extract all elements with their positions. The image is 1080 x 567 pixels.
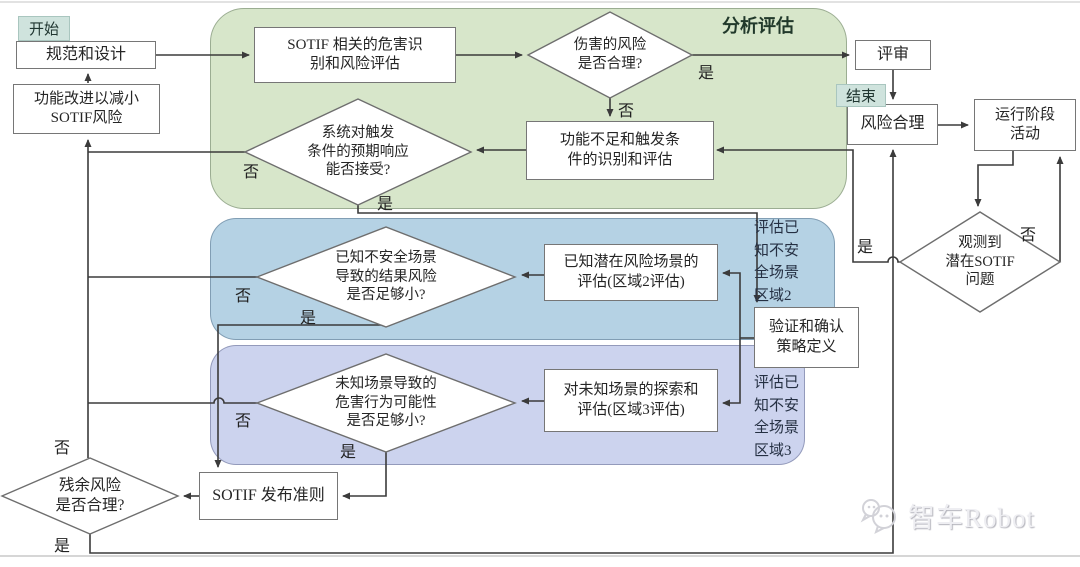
node-func-improve: 功能改进以减小 SOTIF风险 xyxy=(13,84,160,134)
label-unknown-no: 否 xyxy=(235,413,252,430)
edge-unknown-yes-to-release xyxy=(342,452,387,500)
node-sotif-release: SOTIF 发布准则 xyxy=(199,472,338,520)
label-known-no: 否 xyxy=(235,288,252,305)
watermark-logo-icon xyxy=(860,499,896,534)
area3-note: 评估已 知不安 全场景 区域3 xyxy=(754,375,800,459)
edge-observe-yes-to-funcinsuff xyxy=(716,146,900,263)
end-badge: 结束 xyxy=(836,84,886,107)
node-vv-strategy: 验证和确认 策略定义 xyxy=(754,307,859,368)
edge-sys-yes-to-vv xyxy=(357,205,761,303)
decision-known-shape xyxy=(255,226,517,328)
label-harm-yes: 是 xyxy=(698,65,715,82)
node-review: 评审 xyxy=(855,40,931,70)
node-unknown-eval: 对未知场景的探索和 评估(区域3评估) xyxy=(544,369,718,432)
edge-operation-to-observe xyxy=(974,151,1014,207)
label-harm-no: 否 xyxy=(618,103,635,120)
decision-residual-text: 残余风险 是否合理? xyxy=(55,476,125,514)
label-sys-no: 否 xyxy=(243,164,260,181)
decision-sys-shape xyxy=(243,98,473,206)
decision-harm-shape xyxy=(526,11,694,99)
decision-observe-text: 观测到 潜在SOTIF 问题 xyxy=(945,234,1015,289)
watermark: 智车Robot xyxy=(856,492,1035,538)
node-known-eval: 已知潜在风险场景的 评估(区域2评估) xyxy=(544,244,718,301)
label-known-yes: 是 xyxy=(300,310,317,327)
edge-residual-yes-to-riskok xyxy=(89,149,897,554)
label-sys-yes: 是 xyxy=(377,196,394,213)
decision-unknown-text: 未知场景导致的 危害行为可能性 是否足够小? xyxy=(335,375,437,430)
decision-residual-shape xyxy=(0,457,180,535)
edge-unknown-no-left xyxy=(88,397,257,404)
watermark-text: 智车Robot xyxy=(908,502,1036,533)
decision-known-text: 已知不安全场景 导致的结果风险 是否足够小? xyxy=(335,249,437,304)
node-risk-reasonable: 风险合理 xyxy=(847,104,938,145)
decision-observe-shape xyxy=(898,211,1062,313)
decision-unknown-shape xyxy=(255,353,517,453)
decision-sys-text: 系统对触发 条件的预期响应 能否接受? xyxy=(307,124,409,179)
analysis-region-label: 分析评估 xyxy=(722,16,794,36)
node-operation-phase: 运行阶段 活动 xyxy=(974,99,1076,151)
label-observe-no: 否 xyxy=(1020,227,1037,244)
label-observe-yes: 是 xyxy=(857,239,874,256)
label-residual-yes: 是 xyxy=(54,538,71,555)
edge-known-yes-to-release xyxy=(214,324,386,468)
node-func-insufficiency: 功能不足和触发条 件的识别和评估 xyxy=(526,121,714,180)
node-hazard-identification: SOTIF 相关的危害识 别和风险评估 xyxy=(254,27,456,83)
area2-note: 评估已 知不安 全场景 区域2 xyxy=(754,220,800,304)
edge-vv-to-unknowneval xyxy=(722,338,741,407)
edge-vv-to-knowneval xyxy=(722,269,741,338)
label-unknown-yes: 是 xyxy=(340,444,357,461)
start-badge: 开始 xyxy=(18,16,70,41)
label-residual-no: 否 xyxy=(54,440,71,457)
decision-harm-text: 伤害的风险 是否合理? xyxy=(573,37,647,72)
node-spec-design: 规范和设计 xyxy=(16,41,156,69)
